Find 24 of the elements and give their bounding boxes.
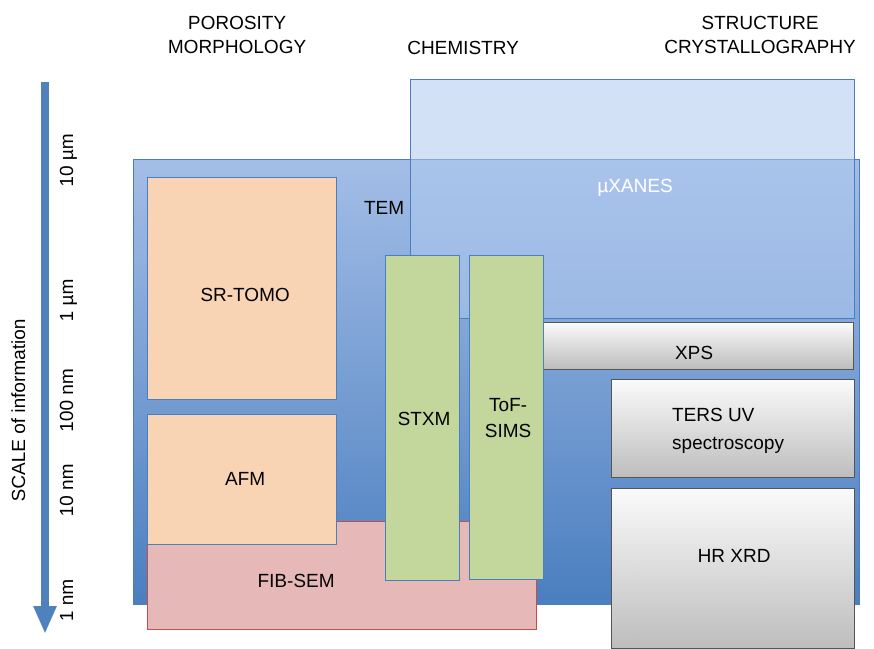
- axis-title: SCALE of information: [9, 318, 31, 502]
- technique-label: SR-TOMO: [200, 285, 290, 307]
- scale-tick-label: 1 nm: [57, 578, 79, 622]
- technique-label: AFM: [224, 469, 266, 491]
- scale-tick-label: 100 nm: [57, 368, 79, 432]
- technique-label: ToF-SIMS: [484, 394, 532, 444]
- technique-box: [611, 488, 855, 649]
- scale-tick-label: 10 nm: [57, 464, 79, 516]
- column-heading: POROSITY MORPHOLOGY: [166, 12, 308, 60]
- technique-label: XPS: [674, 343, 714, 365]
- technique-label: µXANES: [597, 176, 673, 198]
- technique-label: FIB-SEM: [257, 571, 335, 593]
- technique-box: [543, 322, 854, 370]
- scale-tick-label: 10 µm: [57, 133, 79, 187]
- technique-label: STXM: [398, 409, 450, 431]
- column-heading: CHEMISTRY: [406, 37, 520, 61]
- technique-box: [611, 379, 855, 478]
- technique-label: TEM: [364, 198, 404, 220]
- technique-box: [147, 177, 337, 400]
- technique-label: HR XRD: [698, 546, 770, 568]
- scale-tick-label: 1 µm: [57, 278, 79, 322]
- technique-label: TERS UV spectroscopy: [672, 404, 785, 456]
- technique-band: [410, 79, 855, 319]
- column-heading: STRUCTURE CRYSTALLOGRAPHY: [663, 12, 857, 60]
